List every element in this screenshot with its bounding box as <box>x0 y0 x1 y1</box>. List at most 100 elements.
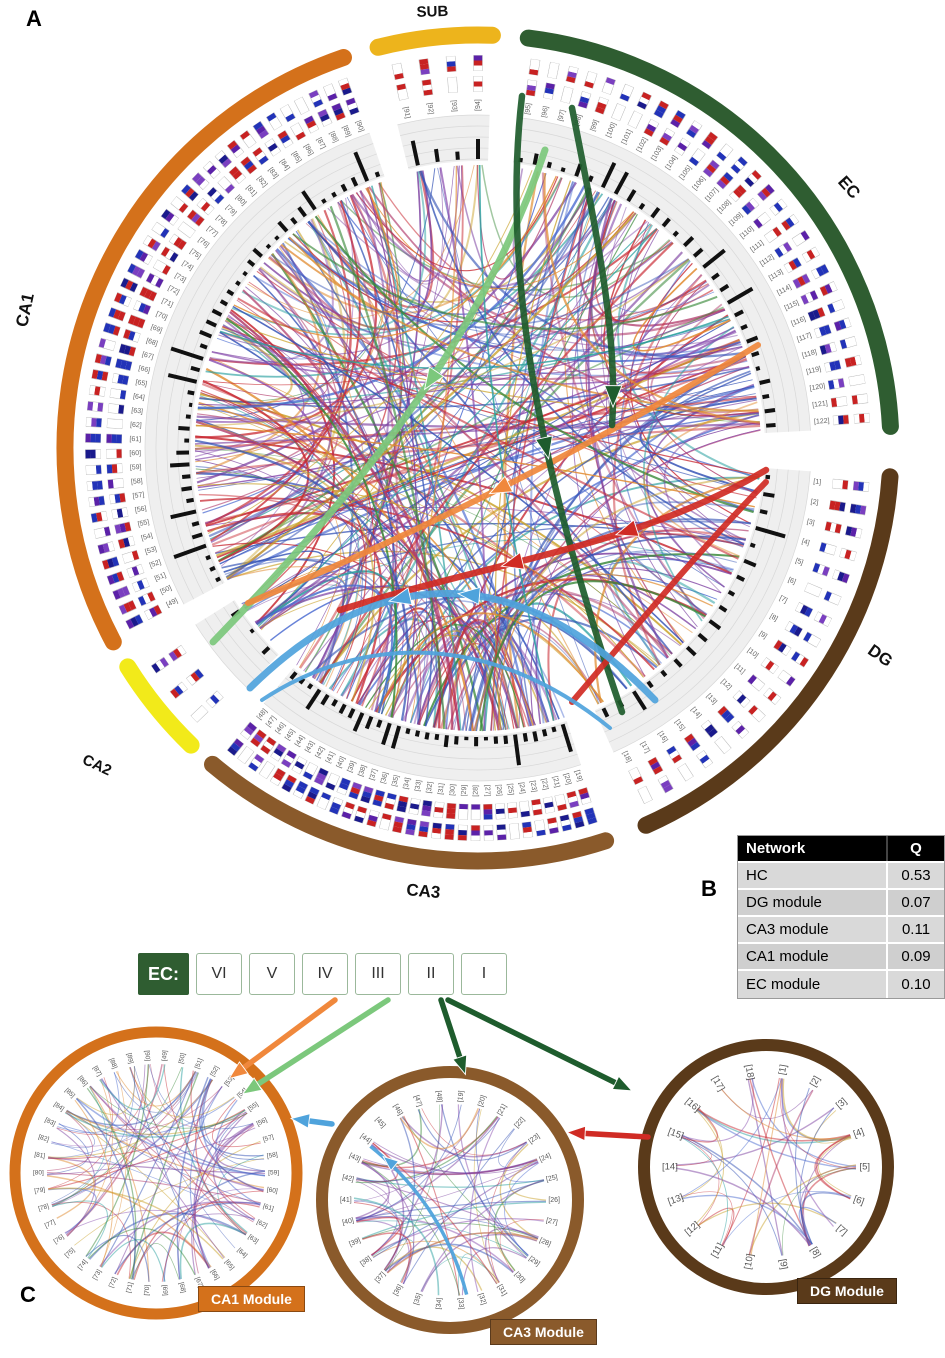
heatmap-mark <box>121 549 140 564</box>
heatmap-mark <box>566 790 580 809</box>
tick-label: [52] <box>149 559 162 570</box>
region-arc-sub <box>369 26 501 56</box>
heatmap-mark <box>353 805 368 824</box>
tick-label: [12] <box>719 678 732 691</box>
heatmap-mark <box>700 719 719 738</box>
heatmap-mark <box>396 795 409 813</box>
module-tick-label: [75] <box>64 1247 77 1260</box>
tick-label: [9] <box>758 630 768 640</box>
module-tick-label: [52] <box>209 1065 221 1078</box>
heatmap-mark <box>546 817 560 835</box>
tick-label: [45] <box>284 728 296 742</box>
tick-label: [36] <box>380 771 390 784</box>
tick-label: [121] <box>812 400 828 409</box>
heatmap-mark <box>831 569 850 584</box>
heatmap-mark <box>226 737 245 757</box>
tick-label: [73] <box>173 272 187 284</box>
tick-label: [98] <box>574 114 584 127</box>
heatmap-mark <box>482 803 493 820</box>
heatmap-mark <box>205 690 224 709</box>
heatmap-mark <box>447 76 458 94</box>
panel-label-c: C <box>20 1282 36 1307</box>
heatmap-mark <box>839 336 858 350</box>
heatmap-mark <box>265 112 283 131</box>
ca3-module-label: CA3 Module <box>490 1319 597 1345</box>
module-tick-label: [85] <box>63 1087 76 1100</box>
tick-label: [120] <box>809 383 826 393</box>
heatmap-mark <box>688 148 706 167</box>
heatmap-mark <box>331 102 346 121</box>
module-tick-label: [77] <box>44 1219 57 1230</box>
heatmap-mark <box>473 55 483 71</box>
tick-label: [4] <box>801 538 810 547</box>
heatmap-mark <box>86 400 104 413</box>
heatmap-mark <box>247 753 265 772</box>
module-tick-label: [31] <box>496 1284 508 1298</box>
module-tick-label: [65] <box>223 1259 235 1272</box>
tick-label: [81] <box>245 184 258 197</box>
module-tick-label: [12] <box>683 1219 702 1238</box>
tick-label: [80] <box>234 194 247 207</box>
heatmap-mark <box>191 172 210 190</box>
region-label-sub: SUB <box>416 3 448 21</box>
dg-module-circle: [1][2][3][4][5][6][7][8][9][10][11][12][… <box>638 1039 894 1295</box>
heatmap-mark <box>226 139 245 159</box>
heatmap-mark <box>328 796 344 815</box>
tick-label: [92] <box>426 102 435 115</box>
tick-label: [74] <box>181 260 195 272</box>
tick-label: [54] <box>140 532 153 542</box>
heatmap-mark <box>125 613 144 630</box>
heatmap-mark <box>345 97 360 116</box>
heatmap-mark <box>760 657 779 675</box>
heatmap-mark <box>106 570 125 586</box>
module-tick-label: [83] <box>44 1117 57 1128</box>
ca1-module-circle: [49][50][51][52][53][54][55][56][57][58]… <box>9 1026 303 1320</box>
heatmap-mark <box>107 478 124 490</box>
heatmap-mark <box>127 314 146 329</box>
module-tick-label: [76] <box>53 1233 66 1245</box>
heatmap-mark <box>777 669 796 687</box>
tick-label: [117] <box>796 332 813 343</box>
tick-label: [3] <box>806 518 815 527</box>
region-arc-ca2 <box>119 658 200 754</box>
heatmap-mark <box>107 403 125 415</box>
module-tick-label: [56] <box>256 1117 269 1128</box>
tick-label: [14] <box>689 706 702 720</box>
tick-label: [114] <box>776 284 793 297</box>
heatmap-mark <box>408 797 421 815</box>
module-tick-labels: [19][20][21][22][23][24][25][26][27][28]… <box>340 1090 560 1310</box>
heatmap-mark <box>341 801 356 820</box>
arrowhead-icon <box>387 587 413 606</box>
module-tick-label: [6] <box>852 1194 866 1208</box>
heatmap-mark <box>88 495 106 508</box>
heatmap-mark <box>290 122 307 141</box>
heatmap-mark <box>685 120 703 139</box>
heatmap-mark <box>206 186 225 205</box>
tick-label: [69] <box>150 324 163 335</box>
heatmap-mark <box>249 729 267 748</box>
module-tick-label: [42] <box>342 1174 355 1183</box>
module-tick-label: [2] <box>808 1074 823 1089</box>
heatmap-mark <box>134 248 153 265</box>
heatmap-mark <box>107 307 126 322</box>
module-tick-label: [15] <box>666 1126 685 1142</box>
arrowhead-icon <box>534 435 553 460</box>
tick-label: [100] <box>605 122 617 139</box>
heatmap-mark <box>259 736 277 755</box>
heatmap-mark <box>636 91 652 110</box>
tick-label: [46] <box>275 722 287 736</box>
module-tick-label: [23] <box>528 1133 542 1146</box>
region-label-ca1: CA1 <box>12 291 38 328</box>
network-name: EC module <box>746 976 821 993</box>
heatmap-mark <box>112 585 131 601</box>
heatmap-mark <box>714 736 732 755</box>
pathway-arrow_red <box>569 479 769 705</box>
module-tick-label: [10] <box>743 1253 757 1271</box>
tick-label: [86] <box>302 143 314 157</box>
module-tick-label: [46] <box>392 1103 404 1117</box>
heatmap-mark <box>337 77 353 96</box>
chord-web <box>194 164 761 732</box>
tick-label: [17] <box>639 741 651 755</box>
tick-label: [1] <box>813 478 821 486</box>
